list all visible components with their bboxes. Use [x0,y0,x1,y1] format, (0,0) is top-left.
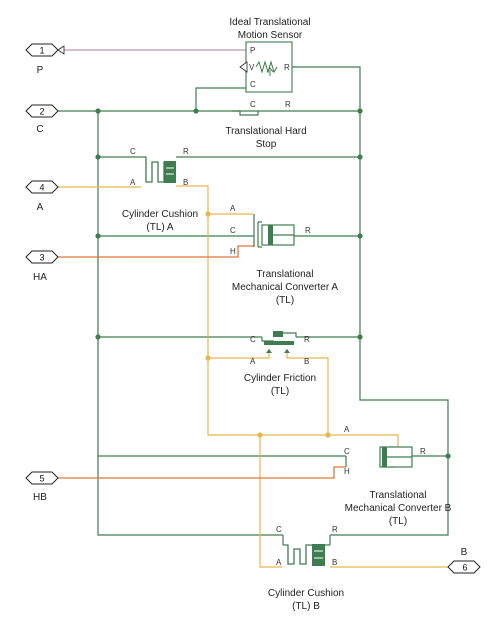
svg-text:R: R [304,335,310,344]
svg-text:R: R [284,63,290,72]
svg-text:4: 4 [39,183,44,193]
svg-text:R: R [420,447,426,456]
svg-text:5: 5 [39,474,44,484]
port-4-label: A [37,202,44,213]
cylinder-cushion-a-block[interactable]: C R A B [130,147,189,187]
cushion-b-title-1: Cylinder Cushion [268,588,344,599]
svg-text:V: V [249,63,255,72]
motion-sensor-title-2: Motion Sensor [238,30,303,41]
wire-hb-thermal[interactable] [56,466,346,479]
motion-sensor-title-1: Ideal Translational [229,17,310,28]
svg-text:A: A [276,558,282,567]
svg-text:C: C [250,335,256,344]
hard-stop-block[interactable]: C R [250,100,291,109]
converter-a-title-2: Mechanical Converter A [232,282,338,293]
converter-a-title-3: (TL) [276,295,294,306]
svg-text:A: A [130,178,136,187]
svg-text:C: C [250,80,256,89]
port-1-label: P [37,65,44,76]
svg-text:B: B [332,558,337,567]
port-3-label: HA [33,272,47,283]
hard-stop-title-1: Translational Hard [225,126,306,137]
wire-ha-thermal[interactable] [56,245,254,258]
svg-text:1: 1 [39,46,44,56]
cylinder-friction-block[interactable]: C R A B [250,331,310,366]
svg-text:P: P [250,46,255,55]
mech-converter-a-block[interactable]: A C R H [230,204,311,256]
port-5-label: HB [33,492,47,503]
svg-text:H: H [230,247,236,256]
port-4[interactable]: 4 [25,180,59,194]
converter-b-title-3: (TL) [389,516,407,527]
svg-text:B: B [304,357,309,366]
junction-dots [95,108,451,459]
svg-text:C: C [130,147,136,156]
port-1[interactable]: 1 [25,43,65,57]
port-6[interactable]: 6 [447,560,481,574]
svg-text:C: C [250,100,256,109]
friction-title-2: (TL) [271,386,289,397]
converter-b-title-2: Mechanical Converter B [345,503,452,514]
svg-text:R: R [183,147,189,156]
friction-title-1: Cylinder Friction [244,373,316,384]
port-2-label: C [36,124,43,135]
svg-text:C: C [344,447,350,456]
cylinder-cushion-b-block[interactable]: C R A B [276,525,338,567]
svg-text:C: C [276,525,282,534]
port-6-label: B [461,547,468,558]
port-2[interactable]: 2 [25,104,59,118]
hard-stop-title-2: Stop [256,139,277,150]
converter-b-title-1: Translational [370,490,427,501]
svg-text:3: 3 [39,253,44,263]
svg-text:6: 6 [462,563,467,573]
svg-text:R: R [285,100,291,109]
svg-text:A: A [230,204,236,213]
mech-converter-b-block[interactable]: A C R H [344,425,426,476]
svg-text:R: R [305,226,311,235]
mechanical-wires[interactable] [56,66,449,545]
port-5[interactable]: 5 [25,471,59,485]
cushion-b-title-2: (TL) B [292,601,320,612]
svg-text:A: A [344,425,350,434]
cushion-a-title-2: (TL) A [146,222,174,233]
svg-text:H: H [344,467,350,476]
svg-text:A: A [250,357,256,366]
svg-text:2: 2 [39,107,44,117]
svg-text:C: C [230,226,236,235]
svg-text:R: R [332,525,338,534]
svg-text:B: B [183,178,188,187]
cushion-a-title-1: Cylinder Cushion [122,209,198,220]
thermal-liquid-wires[interactable] [56,185,448,568]
port-3[interactable]: 3 [25,250,59,264]
converter-a-title-1: Translational [257,269,314,280]
motion-sensor-block[interactable]: P V C R [239,41,293,93]
